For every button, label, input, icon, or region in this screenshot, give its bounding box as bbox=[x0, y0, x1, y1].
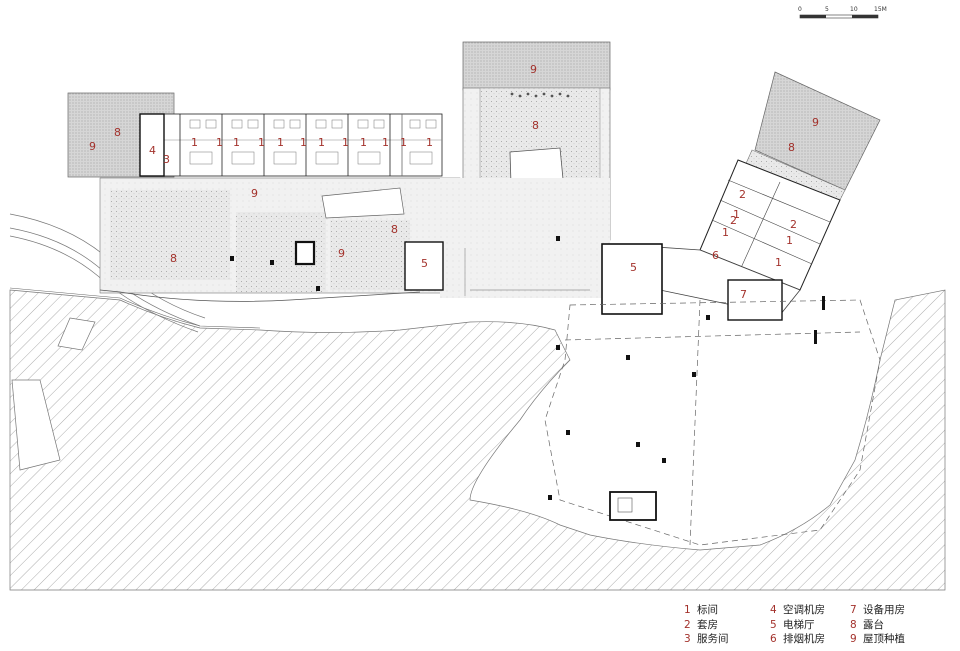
legend-item: 5 电梯厅 bbox=[770, 618, 825, 633]
columns bbox=[230, 236, 825, 500]
legend-number: 7 bbox=[850, 604, 857, 616]
label-service-room: 3 bbox=[163, 153, 170, 166]
label-roof-garden: 9 bbox=[338, 247, 345, 260]
label-standard-room: 1 bbox=[733, 208, 740, 221]
legend-column: 1 标间 2 套房 3 服务间 bbox=[684, 603, 729, 647]
label-suite: 2 bbox=[790, 218, 797, 231]
label-standard-room: 1 bbox=[277, 136, 284, 149]
label-standard-room: 1 bbox=[722, 226, 729, 239]
equipment-room bbox=[727, 279, 783, 321]
legend-item: 1 标间 bbox=[684, 603, 729, 618]
skylight bbox=[321, 187, 405, 219]
legend-number: 9 bbox=[850, 633, 857, 645]
label-suite: 2 bbox=[739, 188, 746, 201]
label-terrace: 8 bbox=[114, 126, 121, 139]
scale-tick: 5 bbox=[825, 6, 829, 13]
label-standard-room: 1 bbox=[360, 136, 367, 149]
label-standard-room: 1 bbox=[216, 136, 223, 149]
label-suite: 2 bbox=[730, 214, 737, 227]
label-standard-room: 1 bbox=[426, 136, 433, 149]
core-block bbox=[294, 240, 316, 266]
legend-text: 设备用房 bbox=[863, 604, 905, 616]
legend-number: 8 bbox=[850, 618, 857, 631]
label-equipment-room: 7 bbox=[740, 288, 747, 301]
label-standard-room: 1 bbox=[786, 234, 793, 247]
label-ac-room: 4 bbox=[149, 144, 156, 157]
label-roof-garden: 9 bbox=[89, 140, 96, 153]
label-standard-room: 1 bbox=[342, 136, 349, 149]
legend-number: 5 bbox=[770, 618, 777, 631]
legend-number: 1 bbox=[684, 604, 691, 616]
mechanical-room bbox=[139, 113, 165, 177]
elevator-lobby-west bbox=[404, 241, 444, 291]
scale-bar: 0 5 10 15M bbox=[798, 6, 887, 19]
label-smoke-exhaust-room: 6 bbox=[712, 249, 719, 262]
label-terrace: 8 bbox=[170, 252, 177, 265]
legend-item: 4 空调机房 bbox=[770, 603, 825, 618]
label-terrace: 8 bbox=[391, 223, 398, 236]
legend-item: 3 服务间 bbox=[684, 632, 729, 647]
core-inner bbox=[617, 497, 633, 513]
legend: 1 标间 2 套房 3 服务间 4 空调机房 5 电梯厅 6 排烟机房 7 设备用房 8 露台 … bbox=[684, 603, 944, 647]
legend-item: 8 露台 bbox=[850, 618, 905, 633]
label-elevator-lobby: 5 bbox=[630, 261, 637, 274]
legend-number: 2 bbox=[684, 618, 691, 631]
label-standard-room: 1 bbox=[775, 256, 782, 269]
legend-text: 电梯厅 bbox=[783, 618, 815, 631]
room-fixtures bbox=[189, 119, 437, 165]
label-terrace: 8 bbox=[788, 141, 795, 154]
terrace-curved-edge bbox=[99, 289, 421, 302]
room-number-labels: 1 1 1 1 1 1 1 1 1 1 1 1 1 1 1 1 2 2 2 3 … bbox=[89, 63, 797, 301]
label-roof-garden: 9 bbox=[530, 63, 537, 76]
scale-tick: 0 bbox=[798, 6, 802, 13]
label-standard-room: 1 bbox=[258, 136, 265, 149]
legend-text: 露台 bbox=[863, 618, 884, 631]
pavilion-outline bbox=[544, 299, 881, 546]
legend-text: 套房 bbox=[697, 618, 718, 631]
legend-item: 2 套房 bbox=[684, 618, 729, 633]
legend-text: 空调机房 bbox=[783, 604, 825, 616]
legend-number: 3 bbox=[684, 633, 691, 645]
label-standard-room: 1 bbox=[233, 136, 240, 149]
label-roof-garden: 9 bbox=[251, 187, 258, 200]
water-hatch-area bbox=[9, 289, 946, 591]
legend-text: 标间 bbox=[697, 604, 718, 616]
scale-tick: 15M bbox=[874, 6, 887, 13]
legend-number: 4 bbox=[770, 604, 777, 616]
label-standard-room: 1 bbox=[191, 136, 198, 149]
label-elevator-lobby: 5 bbox=[421, 257, 428, 270]
legend-column: 7 设备用房 8 露台 9 屋顶种植 bbox=[850, 603, 905, 647]
terrace-furniture bbox=[510, 92, 570, 98]
legend-item: 6 排烟机房 bbox=[770, 632, 825, 647]
legend-text: 服务间 bbox=[697, 633, 729, 645]
label-roof-garden: 9 bbox=[812, 116, 819, 129]
terrace-dotted-zone bbox=[330, 220, 410, 290]
legend-column: 4 空调机房 5 电梯厅 6 排烟机房 bbox=[770, 603, 825, 647]
terrace-dotted-zone bbox=[110, 190, 230, 280]
legend-item: 9 屋顶种植 bbox=[850, 632, 905, 647]
legend-number: 6 bbox=[770, 633, 777, 645]
label-standard-room: 1 bbox=[382, 136, 389, 149]
elevator-lobby-east bbox=[601, 243, 663, 315]
label-standard-room: 1 bbox=[300, 136, 307, 149]
corridor-strip bbox=[440, 178, 610, 298]
label-standard-room: 1 bbox=[318, 136, 325, 149]
road bbox=[9, 213, 206, 471]
pavilion-core bbox=[609, 491, 657, 521]
legend-text: 屋顶种植 bbox=[863, 633, 905, 645]
legend-text: 排烟机房 bbox=[783, 633, 825, 645]
east-room-partitions bbox=[711, 179, 831, 271]
scale-tick: 10 bbox=[850, 6, 858, 13]
label-terrace: 8 bbox=[532, 119, 539, 132]
legend-item: 7 设备用房 bbox=[850, 603, 905, 618]
label-standard-room: 1 bbox=[400, 136, 407, 149]
guest-room-row bbox=[139, 113, 443, 177]
